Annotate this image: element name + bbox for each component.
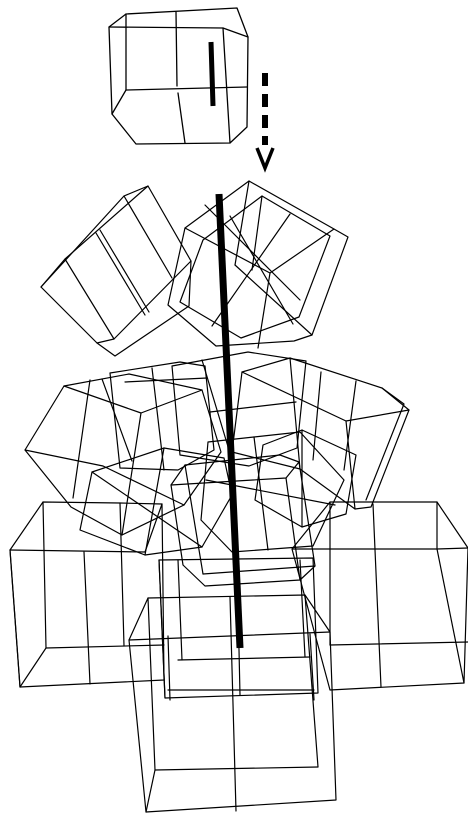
- tilted-cube-right: [168, 181, 348, 348]
- tumbling-cubes: [25, 352, 409, 555]
- central-cube: [171, 432, 344, 586]
- tilted-cube-left: [41, 186, 191, 356]
- central-rod: [219, 194, 240, 648]
- front-stack: [129, 558, 336, 812]
- dashed-arrow: [257, 73, 273, 168]
- short-rod: [211, 42, 213, 106]
- single-cube: [109, 8, 248, 144]
